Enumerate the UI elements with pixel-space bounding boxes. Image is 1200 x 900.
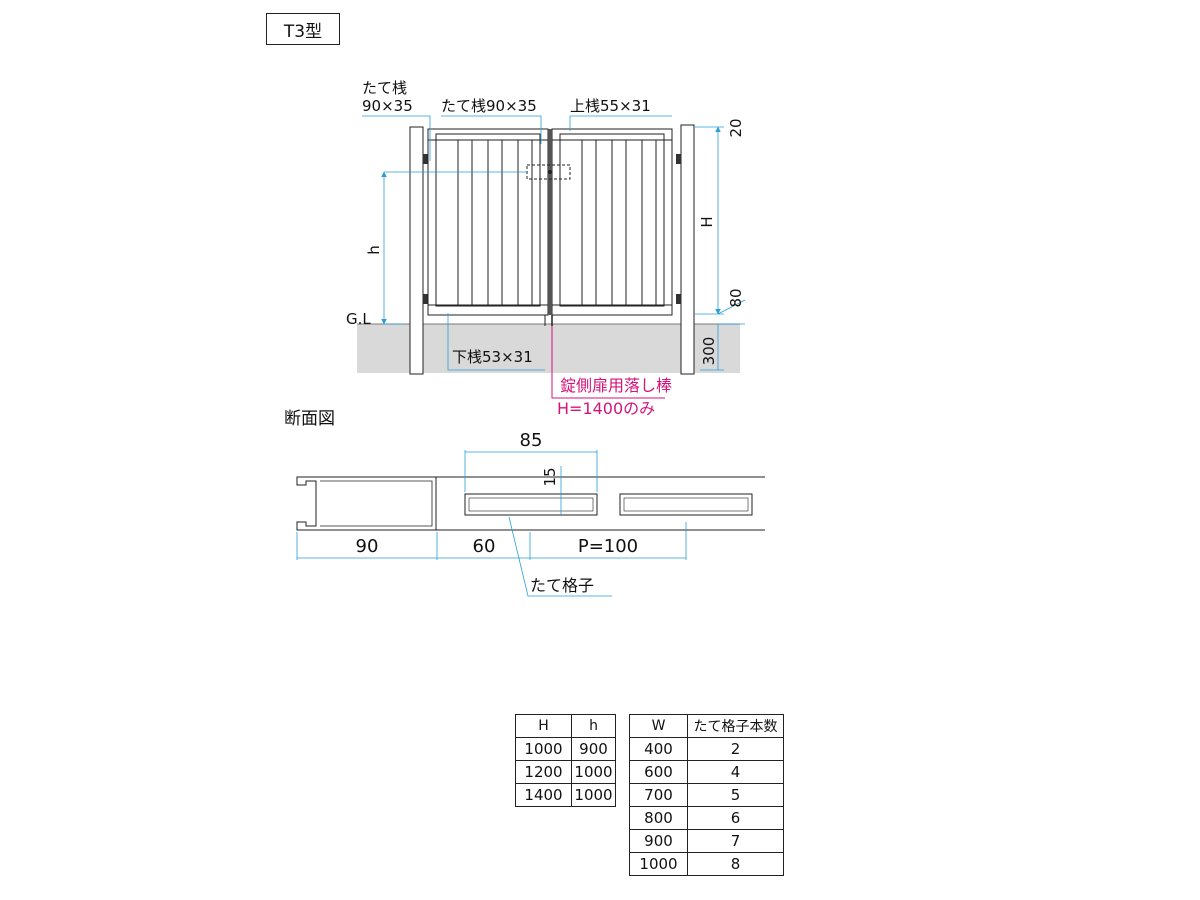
table-row: 1000 900 [515, 737, 616, 761]
table-row: 400 2 [629, 737, 784, 761]
table-cell: 600 [629, 760, 688, 784]
table-cell: 8 [687, 852, 784, 876]
latch-center [548, 170, 552, 174]
drop-rod-label-line1: 錠側扉用落し棒 [560, 376, 672, 395]
table-cell: 1400 [515, 783, 572, 807]
gl-label: G.L [346, 310, 371, 328]
table-row: 1400 1000 [515, 783, 616, 807]
left-post [409, 126, 424, 375]
drop-rod-callout-line [551, 326, 665, 399]
table-cell: 6 [687, 806, 784, 830]
table-header-row: H h [515, 714, 616, 738]
table-cell: 1200 [515, 760, 572, 784]
table-header-cell: W [629, 714, 688, 738]
vertical-pickets [457, 140, 657, 305]
table-row: 900 7 [629, 829, 784, 853]
table-cell: 900 [571, 737, 616, 761]
right-post [680, 124, 695, 375]
table-cell: 400 [629, 737, 688, 761]
section-heading: 断面図 [284, 409, 335, 429]
table-row: 1200 1000 [515, 760, 616, 784]
dim-20: 20 [727, 118, 745, 137]
top-rail-label: 上桟55×31 [570, 97, 651, 115]
hinge-right-top [676, 154, 681, 164]
stile-label: たて桟90×35 [441, 97, 537, 115]
hinge-right-bottom [676, 294, 681, 304]
hinge-left-top [423, 154, 428, 164]
table-header-cell: たて格子本数 [687, 714, 784, 738]
table-cell: 800 [629, 806, 688, 830]
width-table: W たて格子本数 400 2 600 4 700 5 800 6 900 7 1… [629, 714, 784, 876]
table-cell: 7 [687, 829, 784, 853]
table-row: 800 6 [629, 806, 784, 830]
table-header-cell: H [515, 714, 572, 738]
table-header-cell: h [571, 714, 616, 738]
table-row: 600 4 [629, 760, 784, 784]
dim-300: 300 [700, 337, 718, 366]
post-label-line2: 90×35 [362, 97, 413, 115]
height-table: H h 1000 900 1200 1000 1400 1000 [515, 714, 616, 807]
table-cell: 5 [687, 783, 784, 807]
drop-rod-label-line2: H=1400のみ [557, 399, 655, 418]
leader-lines [362, 115, 746, 371]
H-label: H [698, 216, 716, 227]
page-title: T3型 [266, 13, 340, 45]
center-stile [548, 129, 552, 315]
bottom-rail-label: 下桟53×31 [452, 348, 533, 366]
table-cell: 700 [629, 783, 688, 807]
table-cell: 4 [687, 760, 784, 784]
table-cell: 1000 [571, 760, 616, 784]
dim-80: 80 [727, 288, 745, 307]
table-row: 1000 8 [629, 852, 784, 876]
table-cell: 900 [629, 829, 688, 853]
table-header-row: W たて格子本数 [629, 714, 784, 738]
h-label: h [365, 245, 383, 255]
table-cell: 1000 [515, 737, 572, 761]
table-cell: 1000 [629, 852, 688, 876]
table-cell: 2 [687, 737, 784, 761]
table-row: 700 5 [629, 783, 784, 807]
post-label-line1: たて桟 [362, 79, 407, 97]
hinge-left-bottom [423, 294, 428, 304]
table-cell: 1000 [571, 783, 616, 807]
